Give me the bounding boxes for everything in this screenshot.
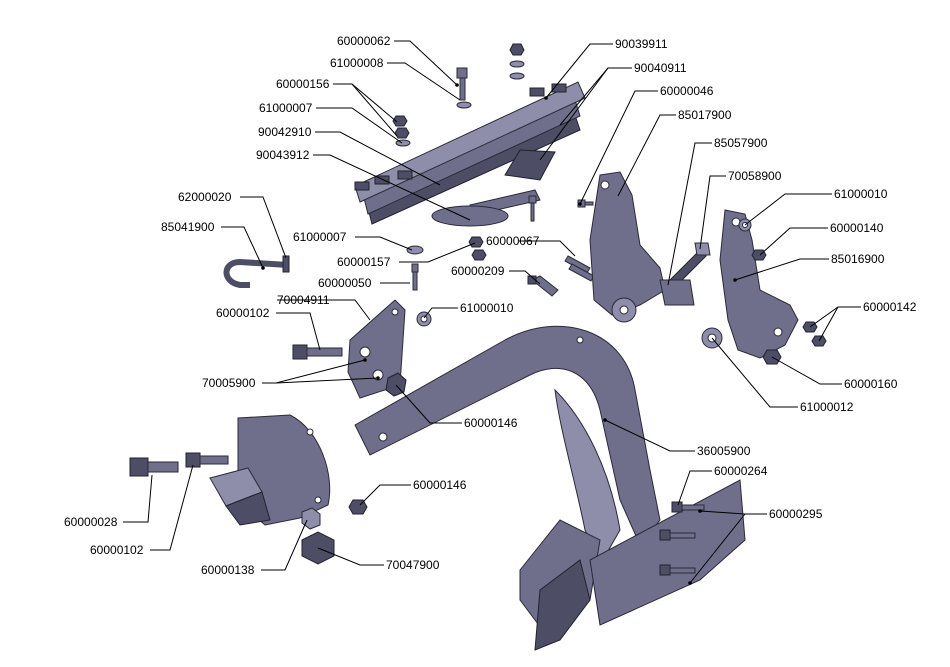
- leader-dots: [261, 83, 737, 585]
- nut-washer-left: [392, 115, 411, 147]
- shank-plate: [519, 388, 621, 651]
- label-90039911: 90039911: [615, 37, 668, 51]
- bolt-60000209: [527, 275, 559, 297]
- label-61000010-left: 61000010: [460, 301, 514, 315]
- label-60000062: 60000062: [337, 34, 391, 48]
- label-60000264: 60000264: [714, 464, 768, 478]
- bolt-60000050: [411, 263, 419, 291]
- nut-60000156: [509, 43, 525, 80]
- label-60000102-upper: 60000102: [216, 306, 270, 320]
- part-labels: 60000062 61000008 60000156 61000007 9004…: [64, 34, 917, 577]
- label-60000157: 60000157: [337, 255, 391, 269]
- label-90042910: 90042910: [258, 125, 312, 139]
- label-90043912: 90043912: [256, 148, 310, 162]
- bolts-60000067: [564, 255, 595, 282]
- label-85017900: 85017900: [678, 108, 732, 122]
- washer-61000010-left: [416, 311, 432, 327]
- top-plate-clamps: [354, 83, 567, 191]
- label-60000138: 60000138: [201, 563, 255, 577]
- nut-60000138: [301, 507, 321, 530]
- label-60000146-lower: 60000146: [413, 478, 467, 492]
- bolt-60000102-lower: [185, 452, 229, 468]
- label-85057900: 85057900: [714, 136, 768, 150]
- bolt-60000264: [671, 501, 705, 513]
- label-85016900: 85016900: [831, 252, 885, 266]
- label-36005900: 36005900: [697, 444, 751, 458]
- label-60000156: 60000156: [276, 77, 330, 91]
- spring-70058900: [659, 242, 711, 306]
- label-61000012: 61000012: [800, 400, 854, 414]
- label-85041900: 85041900: [161, 220, 215, 234]
- label-61000007-mid: 61000007: [293, 230, 347, 244]
- label-60000146-upper: 60000146: [464, 416, 518, 430]
- label-60000209: 60000209: [451, 264, 505, 278]
- label-60000142: 60000142: [863, 300, 917, 314]
- bolt-60000062: [456, 67, 472, 109]
- label-90040911: 90040911: [634, 61, 687, 75]
- bolt-60000028: [129, 457, 179, 477]
- bolt-60000102-upper: [292, 344, 343, 360]
- label-70005900: 70005900: [202, 376, 256, 390]
- bracket-85016900: [719, 209, 799, 359]
- bolt-center: [528, 195, 537, 222]
- label-70004911: 70004911: [277, 293, 330, 307]
- clamp-block: [209, 414, 331, 526]
- bracket-85017900: [589, 171, 666, 323]
- side-plate-right: [589, 479, 746, 626]
- bolts-60000295: [659, 529, 696, 576]
- label-60000160: 60000160: [844, 377, 898, 391]
- label-70047900: 70047900: [386, 558, 440, 572]
- nut-60000146-lower: [348, 499, 368, 515]
- leader-lines: [123, 40, 861, 584]
- label-60000102-lower: 60000102: [90, 543, 144, 557]
- label-60000295: 60000295: [769, 507, 823, 521]
- label-62000020: 62000020: [178, 190, 232, 204]
- label-61000010-right: 61000010: [834, 187, 888, 201]
- beam-36005900: [354, 325, 661, 546]
- label-60000140: 60000140: [830, 221, 884, 235]
- label-61000008: 61000008: [330, 56, 384, 70]
- label-70058900: 70058900: [728, 169, 782, 183]
- washer-61000007: [406, 236, 487, 261]
- j-bolt-85041900: [223, 255, 290, 288]
- label-61000007-top: 61000007: [259, 101, 313, 115]
- label-60000028: 60000028: [64, 515, 118, 529]
- label-60000050: 60000050: [318, 276, 372, 290]
- label-60000046: 60000046: [660, 84, 714, 98]
- label-60000067: 60000067: [486, 234, 540, 248]
